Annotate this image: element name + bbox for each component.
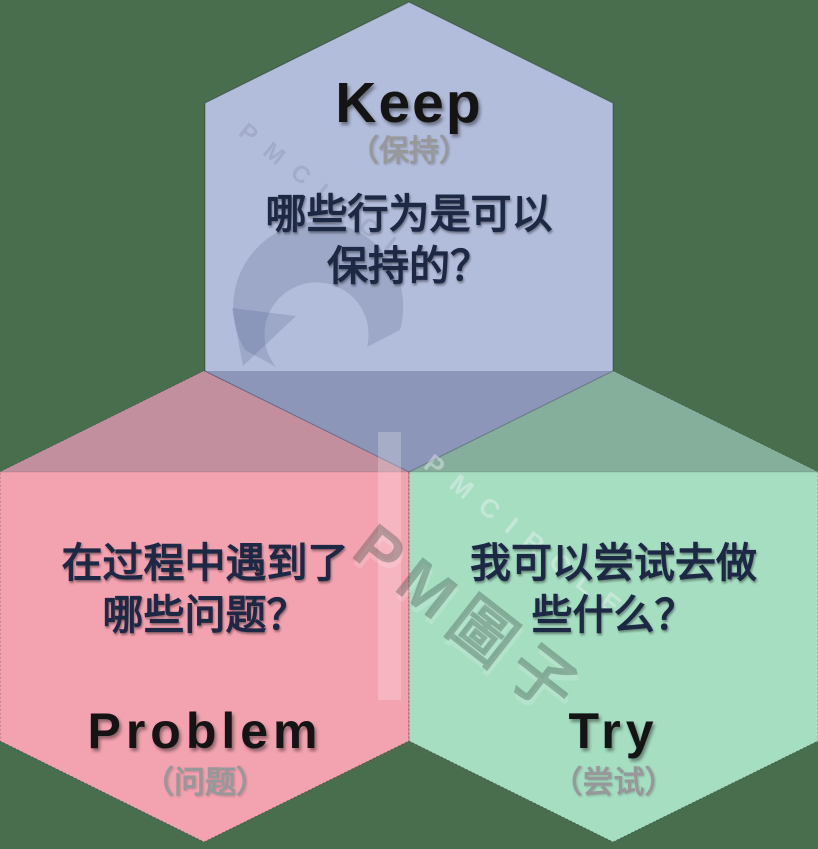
keep-title: Keep [335,71,483,135]
try-hexagon [408,370,818,843]
watermark-logo-arc [233,221,404,367]
keep-try-edge-line [408,370,614,473]
try-question-line2: 些什么？ [531,592,696,638]
keep-subtitle: （保持） [349,135,469,168]
problem-shade-triangle [0,371,409,472]
try-subtitle: （尝试） [551,765,676,800]
try-question-line1: 我可以尝试去做 [470,540,757,586]
watermark-logo-bar [378,432,401,700]
try-shade-triangle [409,371,818,472]
watermark-logo [232,221,404,700]
try-title: Try [568,703,659,759]
problem-question-line2: 哪些问题？ [102,592,308,638]
problem-title: Problem [87,703,323,759]
problem-question-line1: 在过程中遇到了 [61,540,349,586]
keep-question-line2: 保持的？ [327,243,491,289]
keep-question-line1: 哪些行为是可以 [265,191,553,237]
keep-problem-edge-line [204,370,410,473]
watermark-logo-wedge [232,308,296,366]
keep-shade-triangle [205,371,613,472]
problem-subtitle: （问题） [143,765,267,800]
